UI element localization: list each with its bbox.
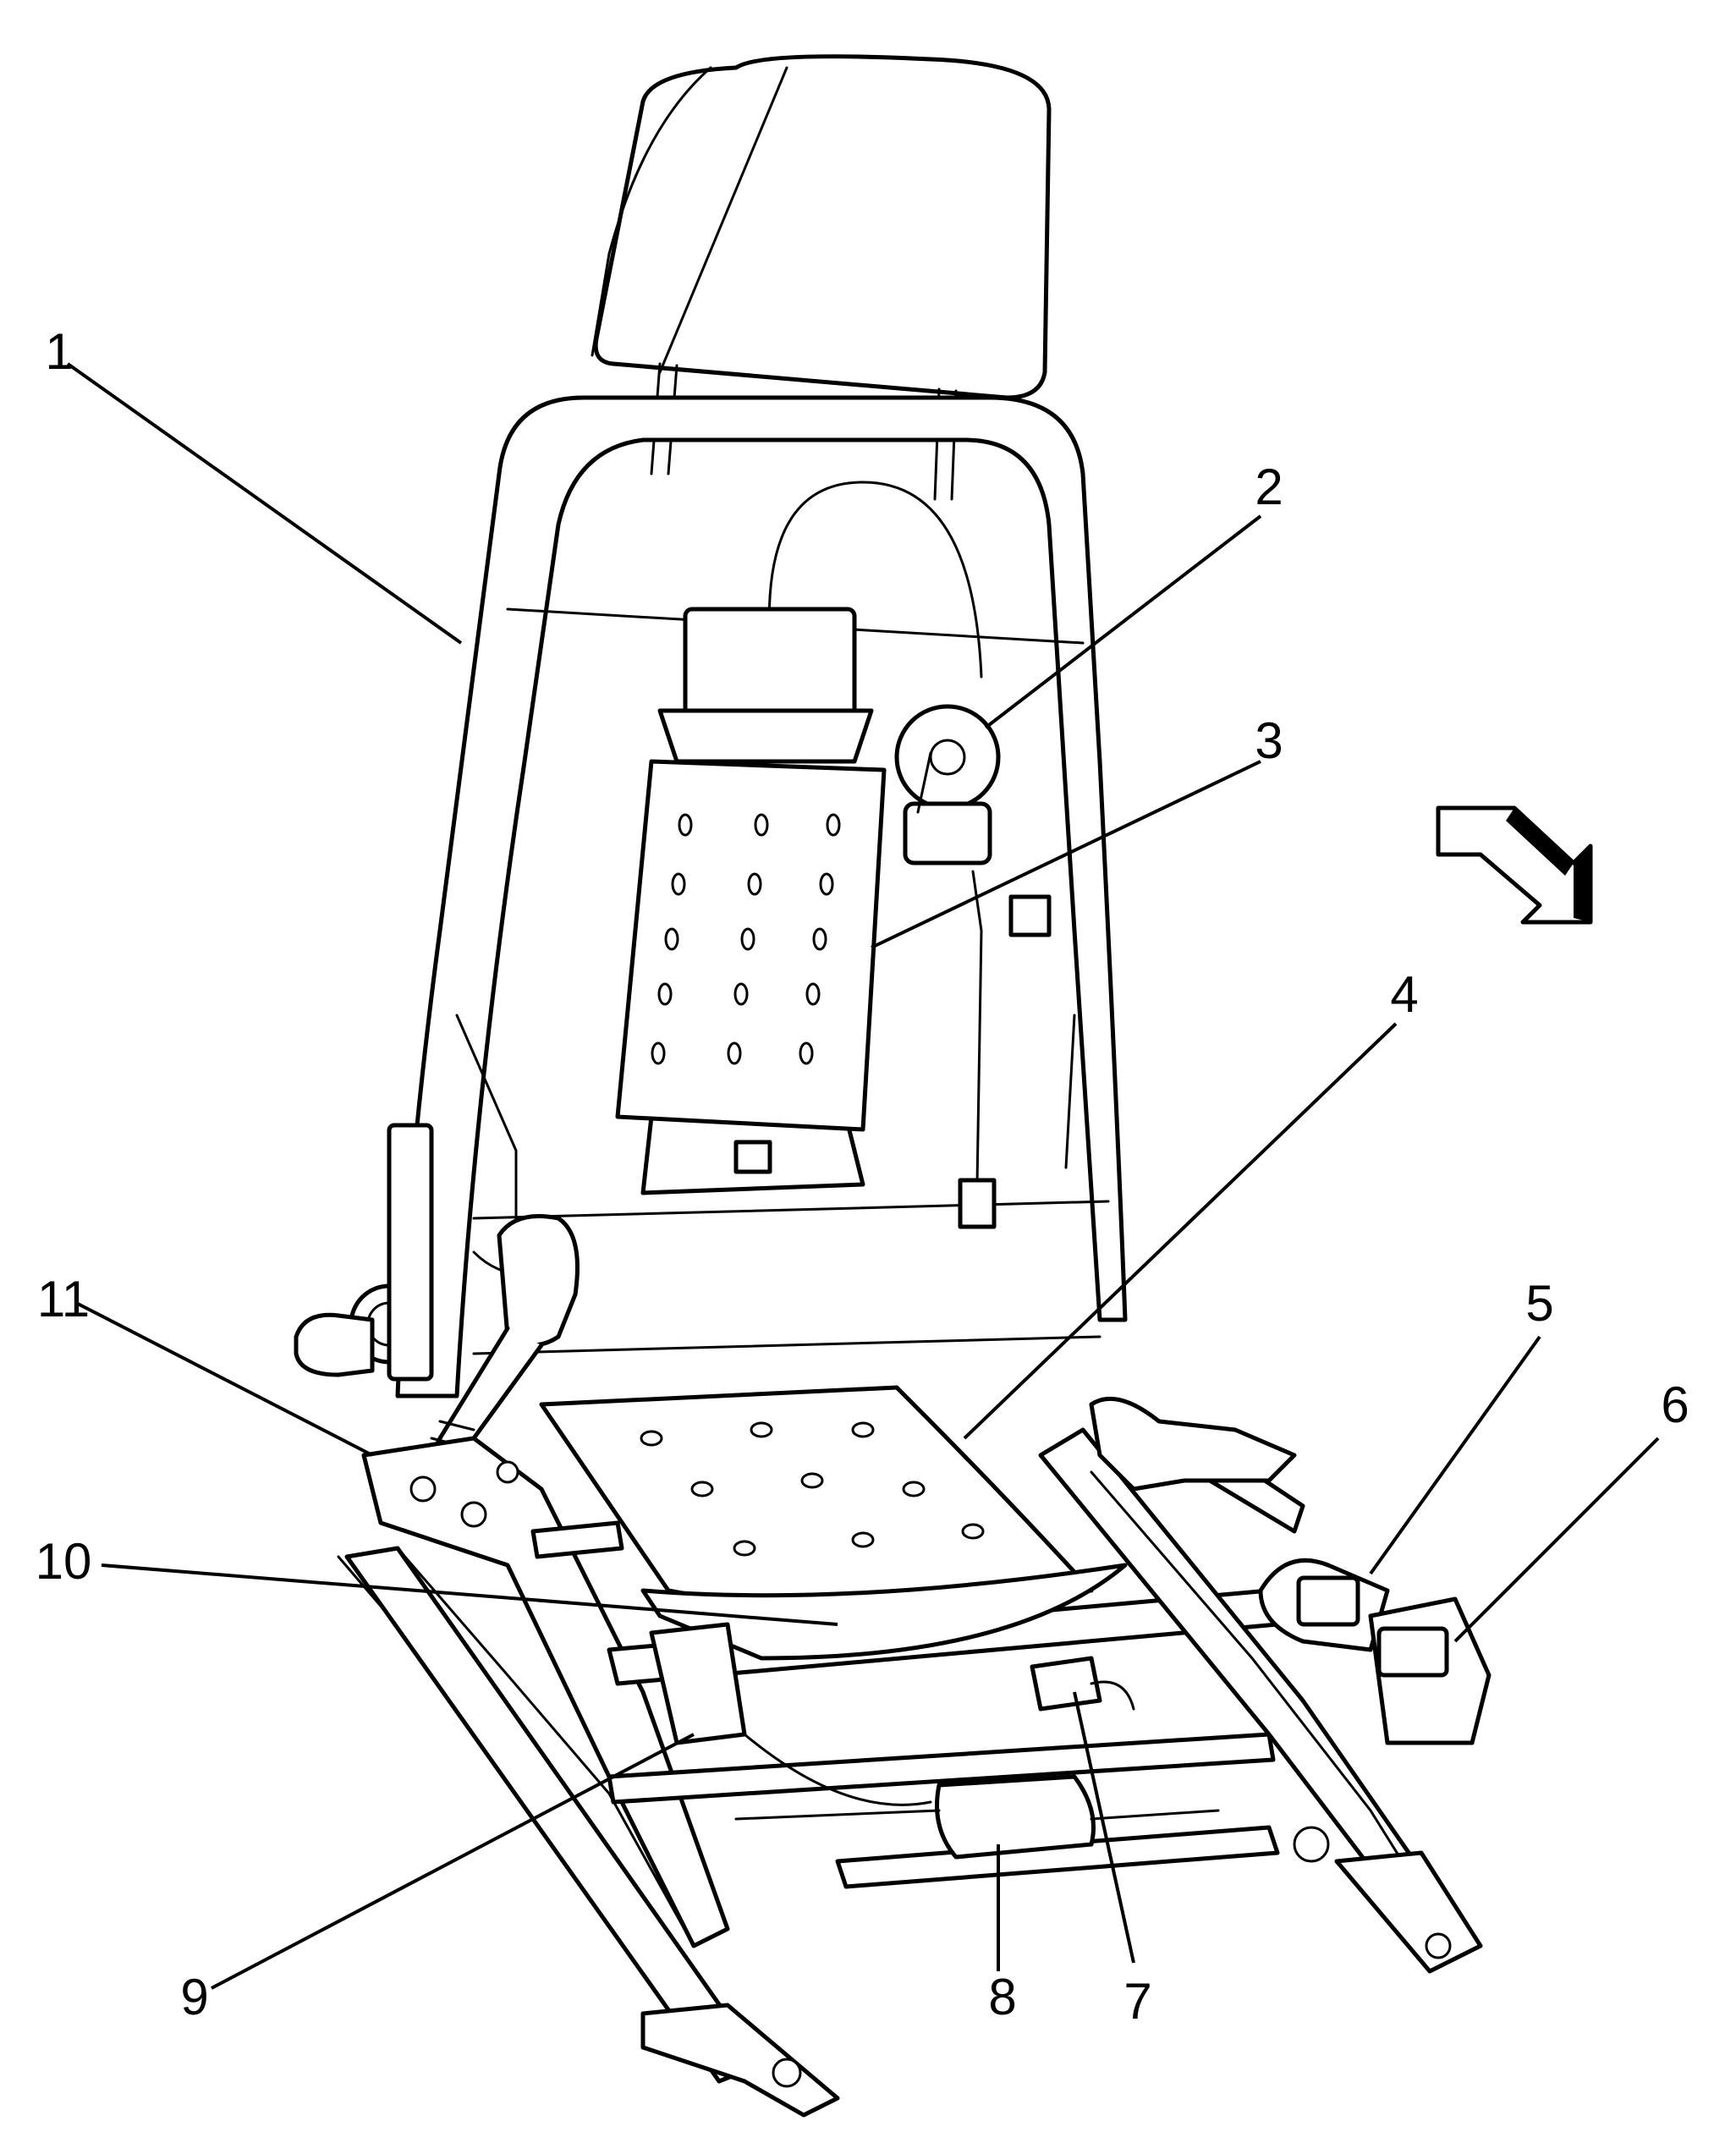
callout-6: 6 [1661, 1376, 1689, 1433]
rear-vertical-motor [734, 1774, 1220, 1860]
pan-hole [902, 1481, 926, 1497]
panel-hole [678, 813, 693, 837]
front-vertical-motor [649, 1622, 932, 1806]
panel-hole [651, 1041, 666, 1065]
callout-5: 5 [1525, 1275, 1553, 1332]
panel-hole [747, 872, 762, 896]
pan-hole [800, 1472, 824, 1489]
pan-hole [961, 1523, 985, 1540]
pan-hole [851, 1531, 875, 1548]
callout-8: 8 [988, 1969, 1016, 2025]
recliner-handle [294, 1123, 434, 1382]
seat-wiring-harness [640, 1563, 1128, 1661]
front-direction-arrow-icon [1436, 805, 1593, 925]
callout-11: 11 [37, 1271, 90, 1327]
panel-hole [819, 872, 834, 896]
panel-hole [754, 813, 769, 837]
lumbar-support-panel [615, 759, 887, 1132]
callout-1: 1 [45, 323, 73, 380]
callout-10: 10 [36, 1533, 92, 1590]
power-seat-switch [1258, 1558, 1390, 1652]
seat-adjuster-connector [1030, 1656, 1135, 1712]
panel-hole [664, 927, 679, 951]
lumbar-cable [767, 481, 983, 679]
callout-7: 7 [1123, 1973, 1151, 2030]
panel-hole [727, 1041, 742, 1065]
callout-9: 9 [180, 1969, 208, 2025]
panel-hole [812, 927, 827, 951]
panel-hole [671, 872, 686, 896]
callout-4: 4 [1390, 966, 1418, 1023]
seat-cushion-pan [539, 1385, 1094, 1610]
pan-hole [750, 1421, 773, 1438]
pan-hole [640, 1430, 663, 1447]
panel-hole [805, 982, 821, 1006]
seat-back-hinge-bracket [1089, 1396, 1297, 1492]
pan-hole [733, 1540, 756, 1557]
panel-hole [826, 813, 841, 837]
left-seat-track [344, 1546, 840, 2118]
callout-3: 3 [1255, 712, 1283, 769]
pan-hole [690, 1481, 714, 1497]
panel-hole [799, 1041, 814, 1065]
memory-seat-module [1368, 1596, 1492, 1745]
panel-hole [657, 982, 673, 1006]
panel-hole [733, 982, 749, 1006]
pan-hole [851, 1421, 875, 1438]
panel-hole [740, 927, 755, 951]
callout-2: 2 [1255, 459, 1283, 515]
lumbar-support-motor [894, 704, 1052, 1229]
callout-leaders [66, 362, 1660, 1990]
